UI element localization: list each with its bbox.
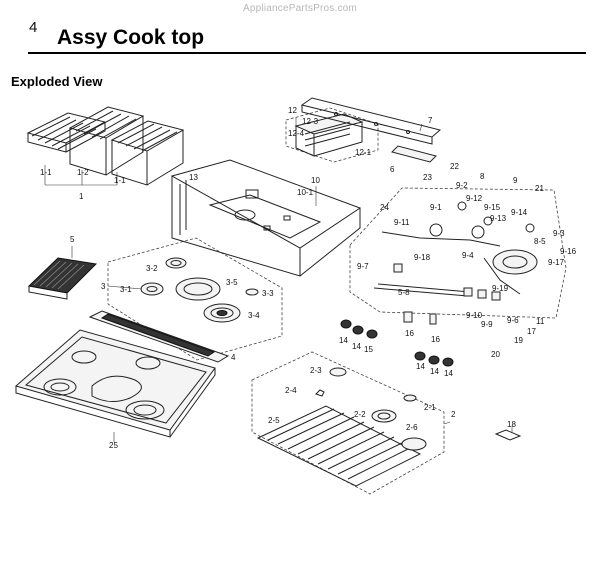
callout-label: 5-8 [398,288,410,297]
callout-label: 10-1 [297,188,314,197]
callout-label: 14 [444,369,453,378]
callout-label: 12-1 [355,148,372,157]
knobs-group [340,311,454,367]
callout-label: 14 [430,367,439,376]
callout-label: 12 [288,106,297,115]
callout-label: 1-2 [77,168,89,177]
callout-label: 21 [535,184,544,193]
page-title: Assy Cook top [57,26,205,49]
callout-label: 9-1 [430,203,442,212]
callout-label: 15 [364,345,373,354]
oven-rack-group [251,351,522,495]
callout-label: 9-12 [466,194,483,203]
callout-label: 9-15 [484,203,501,212]
callout-label: 2-1 [424,403,436,412]
burner-group [107,237,283,361]
callout-label: 22 [450,162,459,171]
callout-label: 12-3 [302,117,319,126]
callout-label: 1-1 [40,168,52,177]
callout-label: 9-3 [553,229,565,238]
watermark-text: AppliancePartsPros.com [243,3,357,14]
callout-label: 9 [513,176,518,185]
callout-label: 6 [390,165,395,174]
callout-label: 18 [507,420,516,429]
leader-lines [44,117,513,442]
exploded-view-heading: Exploded View [11,74,103,89]
callout-label: 2 [451,410,456,419]
grates-assembly [26,106,185,186]
callout-label: 16 [431,335,440,344]
callout-label: 9-19 [492,284,509,293]
callout-label: 20 [491,350,500,359]
callout-label: 3-1 [120,285,132,294]
callout-label: 9-13 [490,214,507,223]
callout-label: 9-9 [481,320,493,329]
callout-label: 9-10 [466,311,483,320]
callout-label: 3-2 [146,264,158,273]
section-number: 4 [29,19,38,36]
callout-label: 14 [416,362,425,371]
callout-label: 3-5 [226,278,238,287]
callout-label: 9-16 [560,247,577,256]
gas-manifold-assembly [349,187,567,319]
callout-label: 9-4 [462,251,474,260]
callout-label: 8 [480,172,485,181]
callout-label: 14 [339,336,348,345]
callout-label: 8-5 [534,237,546,246]
callout-label: 17 [527,327,536,336]
callout-label: 9-14 [511,208,528,217]
callout-label: 16 [405,329,414,338]
callout-label: 14 [352,342,361,351]
callout-label: 9-2 [456,181,468,190]
griddle-part [27,257,98,300]
callout-label: 2-2 [354,410,366,419]
title-rule [28,52,586,54]
callout-label: 3-4 [248,311,260,320]
callout-label: 24 [380,203,389,212]
callout-label: 12-4 [288,129,305,138]
callout-label: 2-5 [268,416,280,425]
cooktop-panel [14,310,230,438]
callout-label: 2-3 [310,366,322,375]
callout-label: 2-6 [406,423,418,432]
callout-label: 1-1 [114,176,126,185]
callout-label: 13 [189,173,198,182]
callout-label: 9-7 [357,262,369,271]
callout-label: 19 [514,336,523,345]
callout-label: 9-6 [507,316,519,325]
callout-label: 9-11 [394,218,410,227]
callout-label: 9-17 [548,258,565,267]
callout-label: 23 [423,173,432,182]
callout-label: 10 [311,176,320,185]
callout-label: 9-18 [414,253,431,262]
callout-label: 5 [70,235,75,244]
callout-label: 2-4 [285,386,297,395]
callout-labels: 1 1-1 1-2 1-1 12 12-3 12-4 12-1 7 6 13 1… [40,106,577,450]
callout-label: 1 [79,192,84,201]
callout-label: 11 [536,317,545,326]
callout-label: 4 [231,353,236,362]
callout-label: 3 [101,282,106,291]
callout-label: 7 [428,116,433,125]
control-panel-parts [285,97,442,163]
callout-label: 3-3 [262,289,274,298]
cooktop-frame [170,159,362,277]
callout-label: 25 [109,441,118,450]
